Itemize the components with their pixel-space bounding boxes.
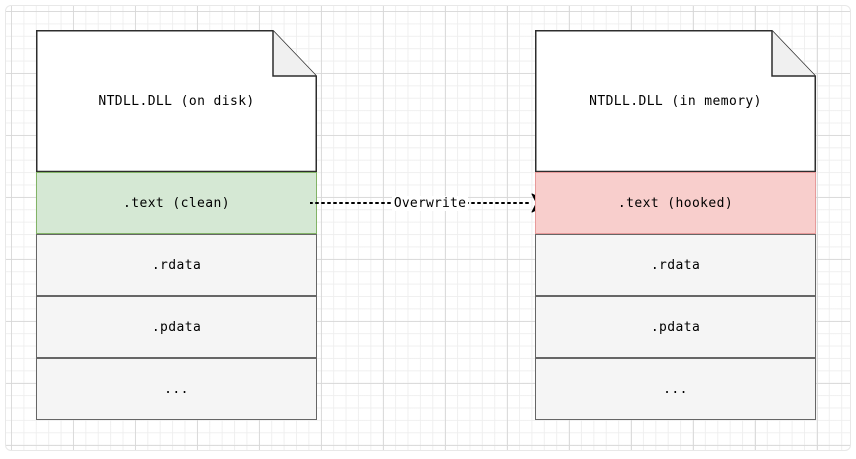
section-ellipsis-memory[interactable]: ... xyxy=(535,358,816,420)
node-header-label-in-memory: NTDLL.DLL (in memory) xyxy=(589,93,762,109)
page-fold-path xyxy=(771,30,816,77)
edge-overwrite[interactable]: Overwrite xyxy=(310,180,550,226)
page-fold-path xyxy=(272,30,317,77)
section-rdata-memory[interactable]: .rdata xyxy=(535,234,816,296)
section-rdata-disk[interactable]: .rdata xyxy=(36,234,317,296)
node-ntdll-in-memory[interactable]: NTDLL.DLL (in memory) .text (hooked) .rd… xyxy=(535,30,816,422)
section-label: .pdata xyxy=(151,319,202,335)
document-page-shape xyxy=(535,30,816,172)
section-pdata-memory[interactable]: .pdata xyxy=(535,296,816,358)
document-page-shape xyxy=(36,30,317,172)
node-ntdll-on-disk[interactable]: NTDLL.DLL (on disk) .text (clean) .rdata… xyxy=(36,30,317,422)
page-body-path xyxy=(535,30,816,172)
section-text-clean[interactable]: .text (clean) xyxy=(36,172,317,234)
page-body-path xyxy=(36,30,317,172)
section-pdata-disk[interactable]: .pdata xyxy=(36,296,317,358)
section-ellipsis-disk[interactable]: ... xyxy=(36,358,317,420)
section-text-hooked[interactable]: .text (hooked) xyxy=(535,172,816,234)
section-label: .text (hooked) xyxy=(617,195,734,211)
section-label: .rdata xyxy=(151,257,202,273)
section-label: ... xyxy=(164,381,189,397)
node-header-label-on-disk: NTDLL.DLL (on disk) xyxy=(98,93,255,109)
section-label: ... xyxy=(663,381,688,397)
section-label: .pdata xyxy=(650,319,701,335)
section-label: .rdata xyxy=(650,257,701,273)
section-label: .text (clean) xyxy=(123,195,230,211)
